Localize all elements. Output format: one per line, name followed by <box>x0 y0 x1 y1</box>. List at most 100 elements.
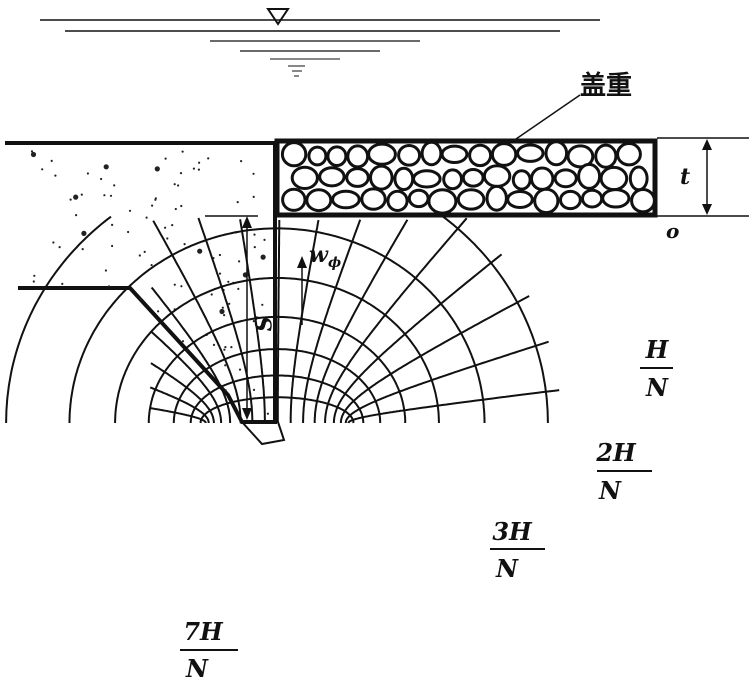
stipple-dot <box>151 204 154 207</box>
stone <box>412 169 442 189</box>
stipple-dot <box>179 172 183 175</box>
stone <box>281 187 307 212</box>
stipple-dot <box>171 224 174 227</box>
stone <box>599 165 629 192</box>
stipple-dot <box>86 172 89 175</box>
stipple-dot <box>128 209 132 212</box>
stipple-dot <box>100 177 103 181</box>
stone <box>407 188 430 209</box>
equipotential-line <box>324 217 468 423</box>
flow-line <box>5 215 549 424</box>
stone <box>397 144 422 167</box>
stone <box>553 168 578 189</box>
stipple-dot <box>103 164 109 170</box>
sheet-pile-tip <box>239 421 286 446</box>
stone <box>367 142 397 166</box>
depth-label: S <box>249 316 275 332</box>
stipple-dot <box>174 207 177 211</box>
stipple-dot <box>252 388 256 391</box>
water-level-icon <box>266 8 290 26</box>
stone <box>544 140 569 167</box>
stone <box>533 187 560 215</box>
equipotential-line <box>339 295 530 423</box>
stipple-dot <box>183 243 186 246</box>
thickness-label: t <box>680 164 690 190</box>
stipple-dot <box>180 204 183 208</box>
stipple-dot <box>238 368 242 371</box>
stipple-dot <box>150 264 153 267</box>
stone <box>318 166 346 188</box>
stipple-dot <box>230 346 233 349</box>
stipple-dot <box>50 159 53 162</box>
equipotential-line <box>347 389 560 424</box>
stipple-dot <box>173 183 176 186</box>
stipple-dot <box>73 194 79 200</box>
stipple-dot <box>113 184 116 187</box>
stipple-dot <box>240 160 243 163</box>
stone <box>566 144 595 169</box>
stipple-dot <box>164 157 167 160</box>
head-fraction-3h: 3H N <box>490 517 545 583</box>
stipple-dot <box>30 151 37 158</box>
stipple-dot <box>58 246 61 249</box>
equipotential-line <box>150 286 232 423</box>
stipple-dot <box>198 161 201 164</box>
stipple-dot <box>32 280 35 283</box>
stipple-dot <box>157 310 160 313</box>
stone <box>345 167 370 188</box>
stipple-dot <box>61 282 64 285</box>
stone <box>630 188 656 214</box>
cover-weight-block <box>274 138 658 218</box>
stipple-dot <box>223 348 226 351</box>
stone <box>386 189 409 212</box>
stipple-dot <box>260 254 266 260</box>
depth-dimension <box>205 215 258 420</box>
stipple-dot <box>173 283 176 286</box>
stipple-dot <box>227 280 230 283</box>
stone <box>628 165 649 192</box>
stipple-dot <box>253 233 256 236</box>
fraction-numerator: 2H <box>595 438 637 467</box>
stipple-dot <box>192 167 195 170</box>
flow-net <box>5 215 560 424</box>
stipple-dot <box>111 223 114 226</box>
stipple-dot <box>143 250 146 253</box>
stipple-dot <box>261 303 264 306</box>
stipple-dot <box>210 293 213 296</box>
stipple-dot <box>52 241 55 244</box>
stipple-dot <box>166 237 169 240</box>
stipple-dot <box>224 389 227 392</box>
fraction-denominator: N <box>645 373 669 402</box>
stipple-dot <box>236 201 239 204</box>
stipple-dot <box>164 226 167 229</box>
stipple-dot <box>154 166 160 172</box>
stone <box>290 165 319 190</box>
equipotential-line <box>150 330 223 423</box>
stipple-dot <box>69 198 72 201</box>
stipple-dot <box>224 346 227 349</box>
fraction-numerator: 7H <box>183 617 224 646</box>
stipple-dot <box>207 157 210 160</box>
stone <box>511 169 532 191</box>
stone <box>369 164 394 191</box>
stone <box>616 142 642 167</box>
fraction-denominator: N <box>598 476 622 505</box>
stipple-dot <box>81 230 87 236</box>
exit-head-label: wϕ <box>309 242 341 271</box>
stipple-dot <box>81 248 84 251</box>
thickness-dimension <box>657 137 749 217</box>
stipple-dot <box>111 244 114 248</box>
stipple-dot <box>252 172 255 175</box>
stipple-dot <box>223 314 226 317</box>
fraction-numerator: 3H <box>492 517 533 546</box>
stipple-dot <box>218 272 222 275</box>
stipple-dot <box>75 214 78 217</box>
stone <box>485 184 508 212</box>
stipple-dot <box>228 302 231 305</box>
stipple-dot <box>252 195 255 198</box>
stipple-dot <box>103 194 106 197</box>
cover-weight-label: 盖重 <box>580 70 632 101</box>
stone <box>440 144 469 165</box>
stipple-dot <box>177 184 180 187</box>
